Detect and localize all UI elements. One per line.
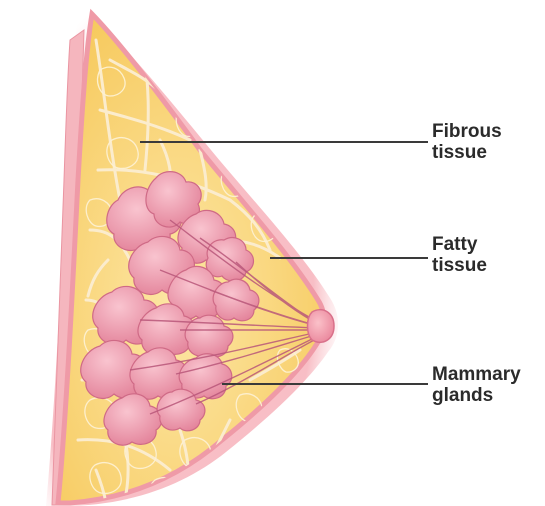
- label-fibrous-line1: Fibrous: [432, 121, 502, 142]
- label-fatty-tissue: Fatty tissue: [432, 234, 487, 276]
- label-fatty-line2: tissue: [432, 255, 487, 276]
- label-mammary-line2: glands: [432, 385, 521, 406]
- label-fibrous-tissue: Fibrous tissue: [432, 121, 502, 163]
- label-mammary-line1: Mammary: [432, 364, 521, 385]
- label-mammary-glands: Mammary glands: [432, 364, 521, 406]
- label-fatty-line1: Fatty: [432, 234, 487, 255]
- nipple: [308, 310, 335, 343]
- label-fibrous-line2: tissue: [432, 142, 502, 163]
